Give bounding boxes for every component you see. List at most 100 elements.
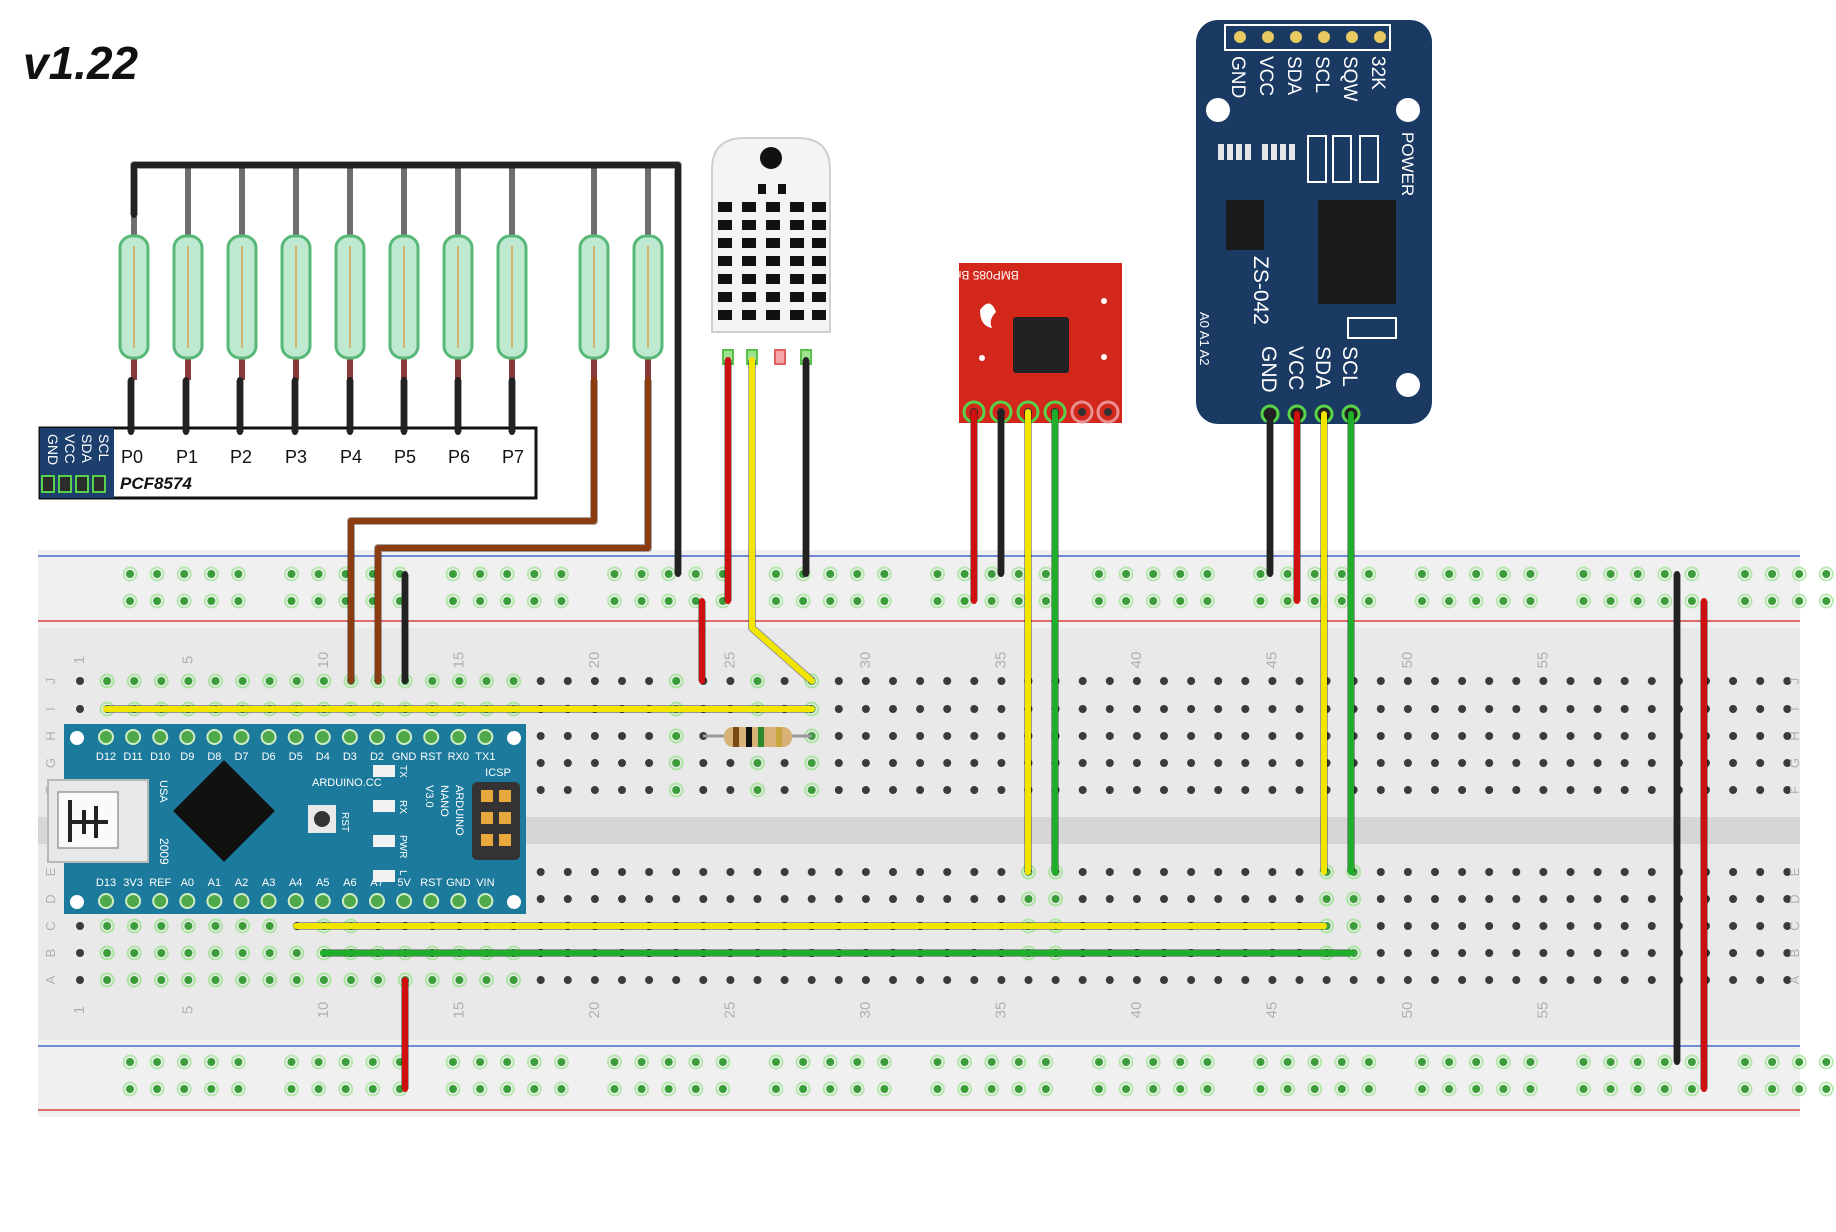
breadboard-hole: [645, 732, 654, 740]
nano-bottom-pin: [314, 893, 331, 909]
hole-highlight: [126, 945, 142, 961]
breadboard-hole: [834, 677, 843, 685]
breadboard-hole: [834, 895, 843, 903]
dht-vent: [742, 220, 756, 230]
breadboard-hole: [889, 677, 897, 685]
rail-hole-highlight: [1684, 566, 1700, 582]
breadboard-hole: [1485, 732, 1494, 740]
column-number: 10: [315, 652, 332, 669]
breadboard-hole: [1376, 759, 1385, 767]
rail-hole-highlight: [284, 1081, 299, 1097]
breadboard-hole: [645, 786, 654, 794]
nano-bottom-pin-label: A0: [181, 877, 194, 889]
rail-hole-highlight: [822, 566, 838, 582]
breadboard-hole: [1160, 705, 1168, 713]
breadboard-hole: [1431, 705, 1439, 713]
breadboard-hole: [1512, 732, 1521, 740]
breadboard-hole: [157, 677, 166, 685]
hole-highlight: [235, 972, 251, 988]
rail-hole: [1364, 570, 1373, 578]
breadboard-hole: [1078, 868, 1087, 876]
nano-top-pin: [287, 729, 304, 745]
resistor: [703, 727, 812, 747]
rail-hole: [557, 570, 566, 578]
breadboard-hole: [1024, 976, 1033, 984]
rail-hole-highlight: [822, 593, 838, 609]
rtc-smd: [1271, 144, 1277, 160]
breadboard-hole: [672, 732, 681, 740]
rail-hole-highlight: [230, 593, 246, 609]
rail-hole-highlight: [1818, 1081, 1834, 1097]
rail-hole: [799, 1085, 808, 1093]
nano-icsp-pin: [481, 812, 493, 824]
pcf-pin: [41, 475, 55, 493]
nano-top-pin: [341, 729, 358, 745]
nano-model-line: ARDUINO: [453, 785, 465, 836]
breadboard-hole: [889, 895, 897, 903]
rail-hole: [1364, 597, 1373, 605]
breadboard-hole: [997, 705, 1006, 713]
hole-highlight: [668, 673, 684, 689]
breadboard-hole: [211, 949, 220, 957]
hole-highlight: [126, 673, 142, 689]
breadboard-hole: [1187, 705, 1196, 713]
nano-bottom-pin: [260, 893, 277, 909]
rail-hole-highlight: [1657, 593, 1673, 609]
nano-icsp-pin: [499, 812, 511, 824]
breadboard-hole: [1485, 705, 1494, 713]
breadboard-hole: [889, 868, 897, 876]
breadboard-hole: [861, 705, 870, 713]
rail-hole: [153, 597, 162, 605]
rtc-top-pin: [1262, 31, 1274, 43]
rail-hole: [234, 1085, 243, 1093]
hole-highlight: [1346, 918, 1362, 934]
breadboard-hole: [157, 949, 166, 957]
rail-hole-highlight: [499, 566, 515, 582]
rail-hole-highlight: [1791, 1054, 1807, 1070]
dht-vent: [812, 202, 826, 212]
rail-hole-highlight: [1522, 1081, 1538, 1097]
breadboard-hole: [970, 759, 979, 767]
breadboard-hole: [834, 705, 843, 713]
rail-hole-highlight: [1522, 1054, 1538, 1070]
rtc-smd: [1227, 144, 1233, 160]
breadboard-hole: [889, 732, 897, 740]
breadboard-hole: [1431, 868, 1439, 876]
rail-hole-highlight: [1737, 1054, 1753, 1070]
hole-highlight: [180, 673, 196, 689]
column-number: 10: [315, 1002, 332, 1019]
rail-hole-highlight: [1361, 566, 1377, 582]
hole-highlight: [451, 673, 467, 689]
breadboard-hole: [1539, 732, 1548, 740]
rail-hole-highlight: [1441, 566, 1457, 582]
rail-hole: [1041, 1058, 1050, 1066]
rail-hole-highlight: [284, 593, 299, 609]
breadboard-hole: [1160, 976, 1168, 984]
rail-hole: [853, 570, 862, 578]
rail-hole-highlight: [876, 593, 892, 609]
breadboard-hole: [1539, 868, 1548, 876]
nano-year: 2009: [157, 838, 171, 865]
breadboard-hole: [1783, 949, 1792, 957]
breadboard-hole: [76, 949, 84, 957]
rail-hole: [1526, 1058, 1535, 1066]
rail-hole: [476, 570, 485, 578]
rail-hole-highlight: [1118, 1054, 1134, 1070]
breadboard-hole: [1295, 976, 1304, 984]
rail-hole-highlight: [1791, 1081, 1807, 1097]
breadboard-hole: [563, 895, 572, 903]
breadboard-hole: [861, 976, 870, 984]
breadboard-hole: [1403, 786, 1412, 794]
breadboard-hole: [1403, 895, 1412, 903]
rail-hole-highlight: [661, 1081, 677, 1097]
rail-hole-highlight: [930, 1054, 945, 1070]
breadboard-hole: [1647, 705, 1656, 713]
dht-vent: [742, 292, 756, 302]
column-number: 5: [179, 1006, 196, 1014]
rail-hole-highlight: [311, 566, 327, 582]
rail-hole-highlight: [1307, 1054, 1323, 1070]
rail-hole: [691, 1085, 700, 1093]
rail-hole: [853, 1085, 862, 1093]
hole-highlight: [1048, 891, 1064, 907]
breadboard-hole: [726, 976, 735, 984]
